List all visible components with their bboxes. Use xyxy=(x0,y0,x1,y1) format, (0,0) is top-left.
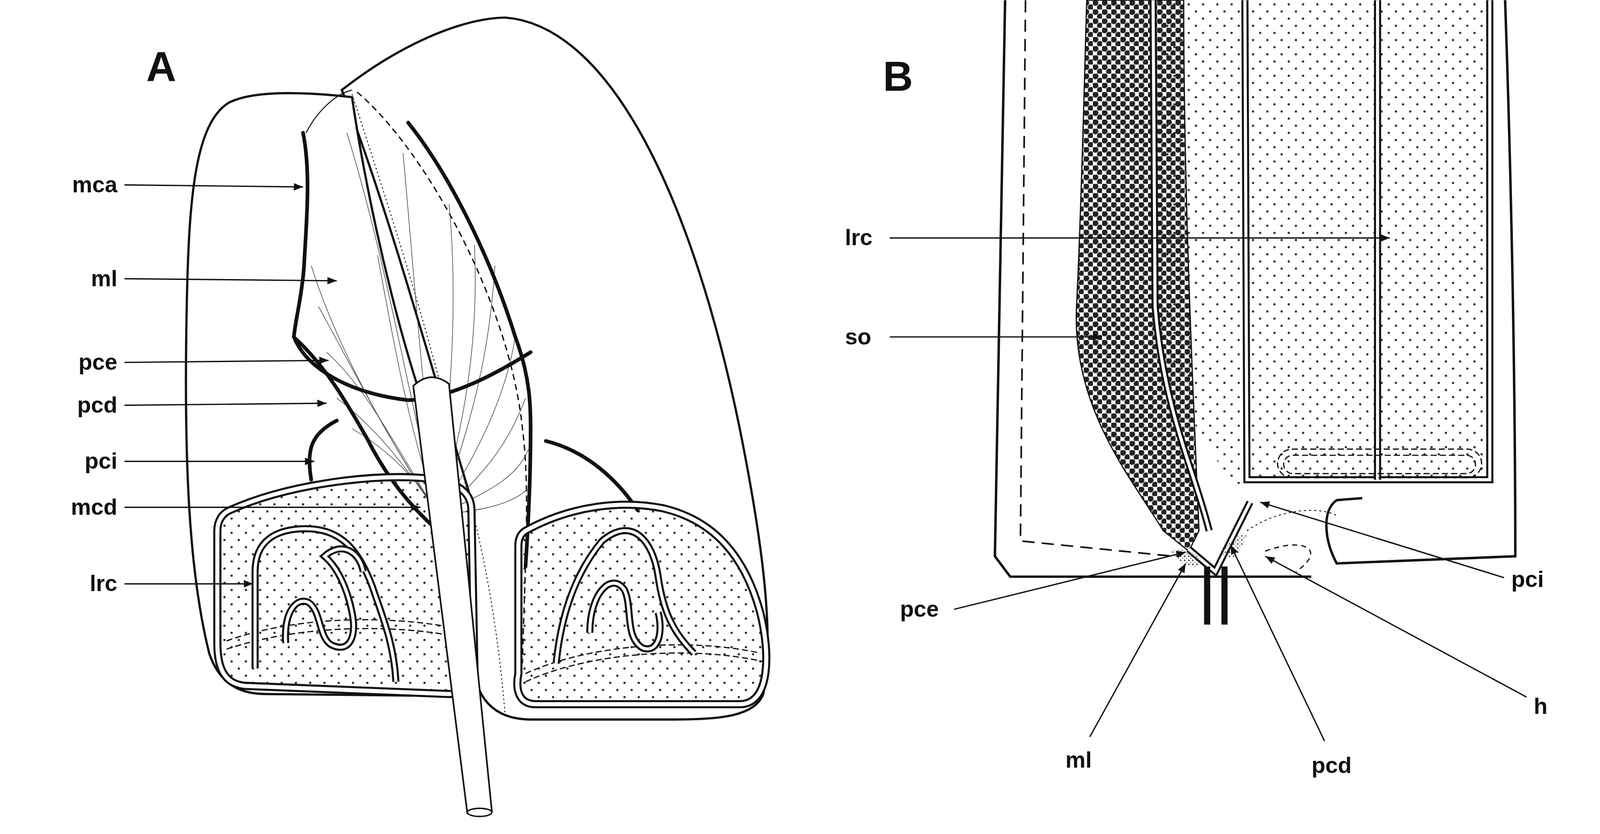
leader-line xyxy=(124,506,421,509)
leader-line xyxy=(124,403,327,406)
canal xyxy=(285,549,364,648)
leader-line xyxy=(1265,556,1527,698)
lobe-outline-inner xyxy=(517,504,767,705)
canal xyxy=(555,530,694,664)
leader-line xyxy=(1260,502,1505,578)
block-divider xyxy=(1374,0,1382,480)
canal xyxy=(555,530,694,664)
canal xyxy=(589,583,661,649)
leader-line xyxy=(1089,563,1186,738)
part-label: pcd xyxy=(1311,754,1352,777)
canal xyxy=(255,528,397,682)
stipple-patch xyxy=(1171,549,1203,568)
right-lobe xyxy=(517,504,767,705)
leader-line xyxy=(124,184,304,187)
part-label: so xyxy=(844,325,872,349)
ridge-pci xyxy=(309,420,337,480)
block-dashed xyxy=(1283,455,1476,474)
ridge-right-lobe xyxy=(545,441,638,511)
stipple-patch xyxy=(1220,535,1247,558)
ridge-mca xyxy=(293,132,308,337)
membrane-fibres xyxy=(311,132,529,516)
canal-wall xyxy=(1152,0,1209,531)
panel-b-body xyxy=(994,0,1516,577)
canal xyxy=(255,528,397,682)
leader-line xyxy=(124,278,337,281)
part-label: pci xyxy=(84,449,118,473)
block-dashed xyxy=(1277,449,1482,478)
top-thin-line xyxy=(306,89,353,133)
leader-line xyxy=(889,237,1390,239)
part-label: lrc xyxy=(844,226,873,249)
stalk-outline xyxy=(413,377,492,814)
leader-line xyxy=(1230,545,1325,742)
lobe-outline xyxy=(517,504,767,705)
leader-line xyxy=(889,336,1102,338)
canal-wall xyxy=(1152,0,1209,531)
stalk-end xyxy=(467,808,492,817)
part-label: lrc xyxy=(89,572,118,595)
canals-b xyxy=(1152,0,1490,625)
thin-outline xyxy=(1246,510,1337,531)
part-label: h xyxy=(1533,695,1548,718)
part-label: pcd xyxy=(77,393,118,417)
part-label: mca xyxy=(72,173,118,196)
leader-line xyxy=(124,583,254,585)
canal xyxy=(285,549,364,648)
stalk-line xyxy=(1207,566,1225,626)
block-wall xyxy=(1245,0,1490,480)
part-label: mcd xyxy=(70,495,118,519)
part-label: ml xyxy=(1065,748,1092,772)
part-label: pci xyxy=(1511,568,1544,591)
block-divider xyxy=(1376,0,1380,480)
ridge-pce xyxy=(293,336,531,401)
lobe-dashed xyxy=(226,619,468,641)
panel-a-body xyxy=(186,17,768,720)
lobe-dashed xyxy=(525,653,763,682)
part-label: ml xyxy=(90,267,117,290)
stalk xyxy=(413,377,492,817)
panel-letter: A xyxy=(146,45,177,88)
block-fill xyxy=(1245,0,1490,480)
panel-letter: B xyxy=(882,55,913,98)
canal xyxy=(589,583,661,649)
body-dashed xyxy=(1265,545,1311,572)
leader-line xyxy=(954,552,1186,610)
leader-line xyxy=(124,360,329,363)
part-label: pce xyxy=(900,597,939,621)
leader-line xyxy=(124,460,315,462)
part-label: pce xyxy=(78,350,118,374)
leader-lines xyxy=(124,184,1527,741)
